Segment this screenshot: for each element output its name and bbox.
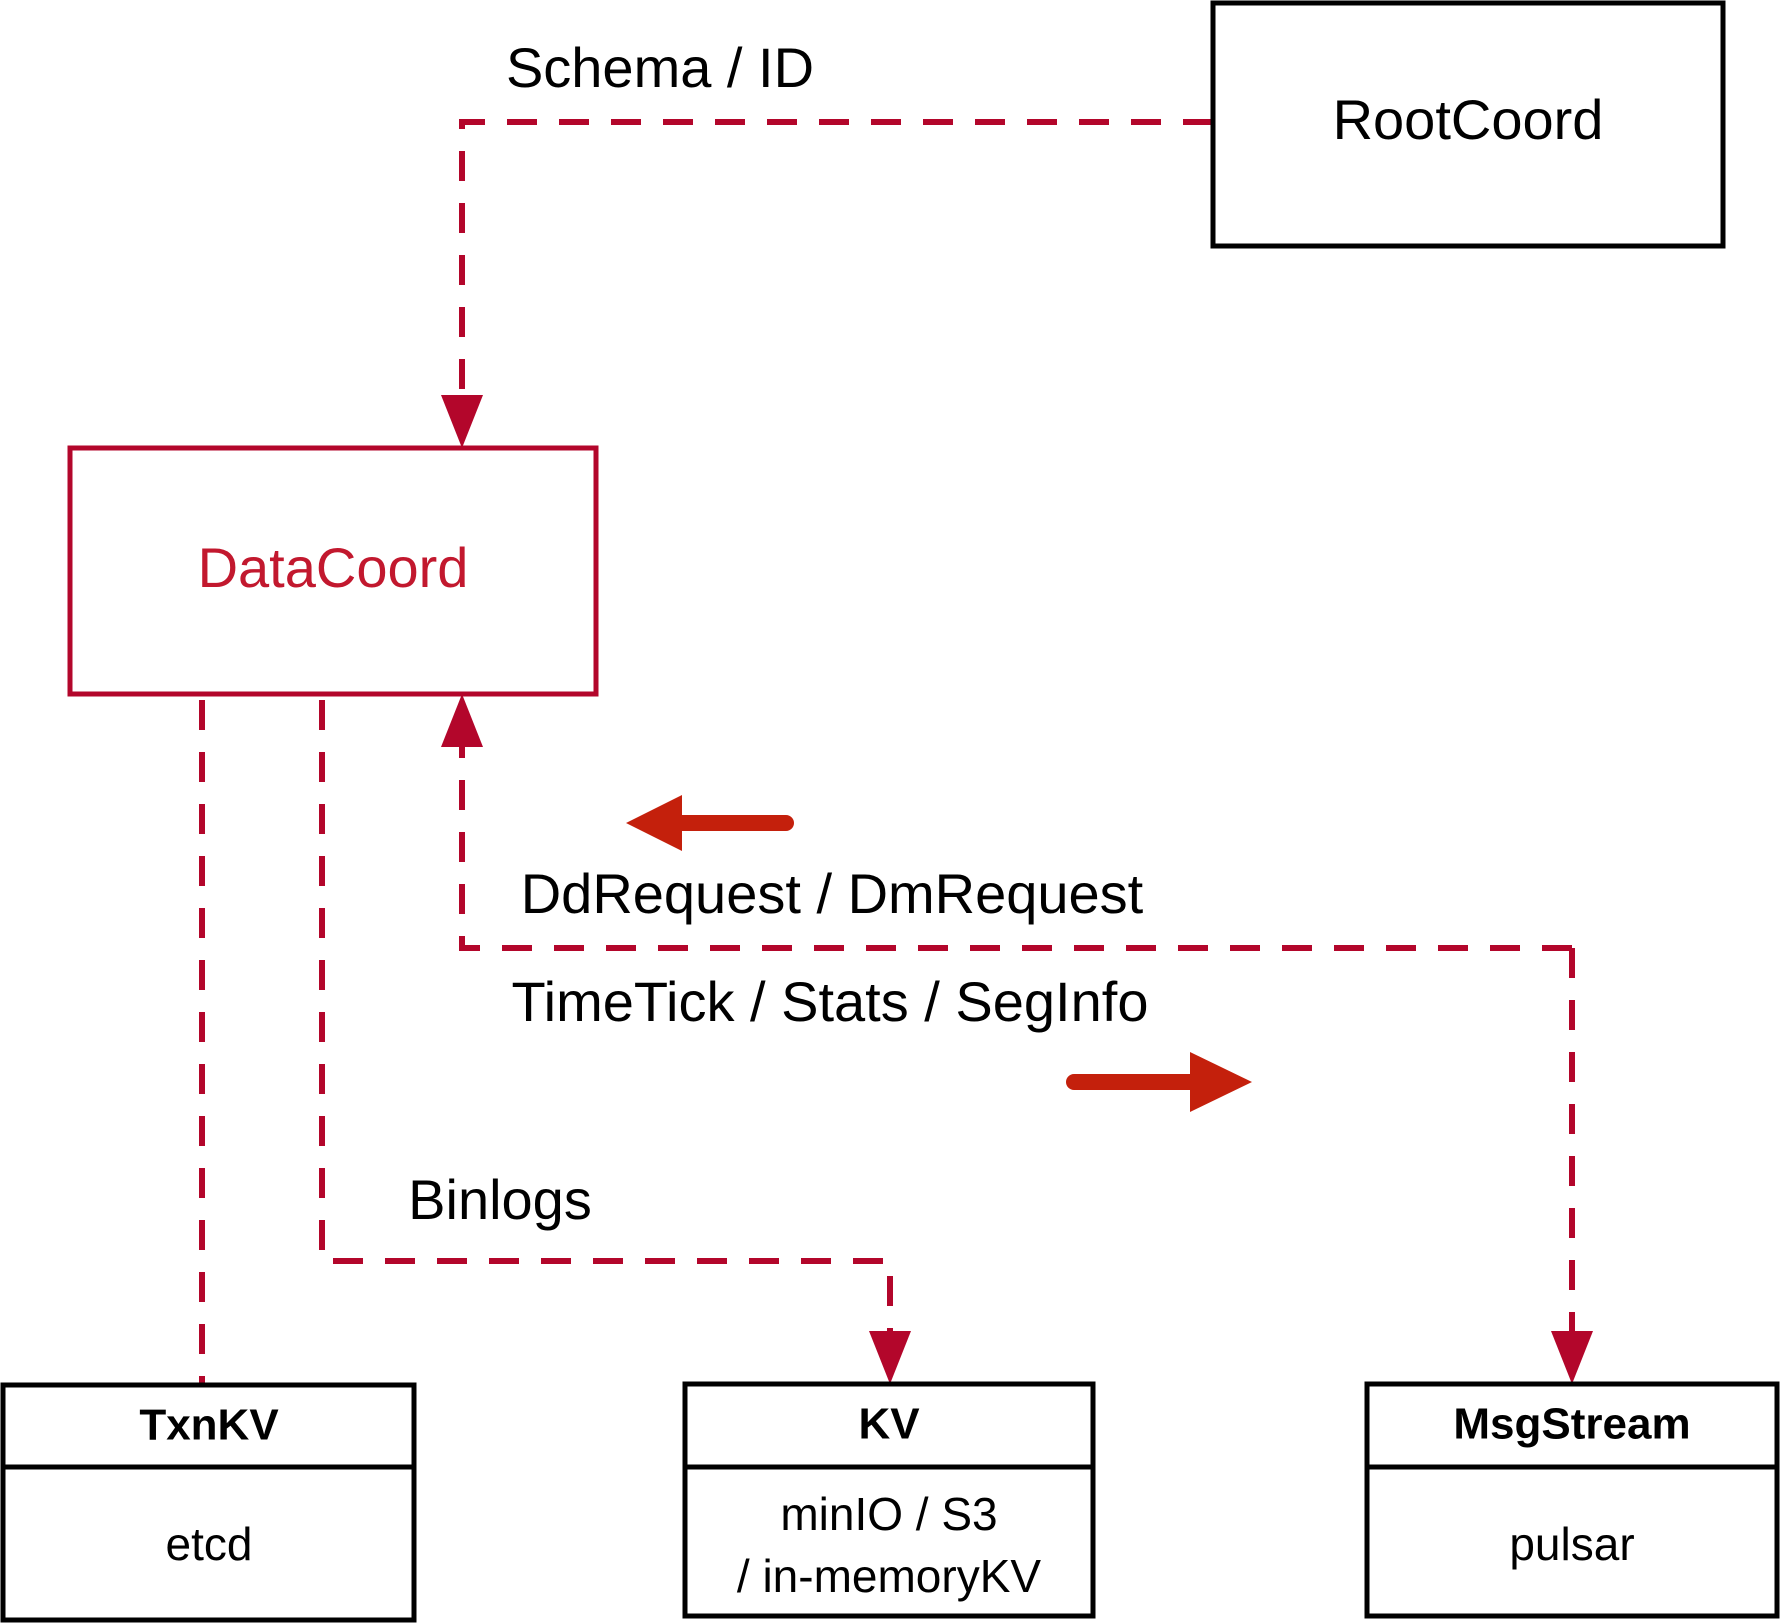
node-txnkv-box[interactable] [0,1382,417,1623]
node-txnkv-body: etcd [166,1518,253,1570]
edge-ddrequest-dmrequest-path [459,730,1572,951]
edge-schema-id: Schema / ID [441,36,1213,448]
node-datacoord-label: DataCoord [198,536,469,599]
node-rootcoord-label: RootCoord [1333,88,1604,151]
node-msgstream-box[interactable] [1364,1381,1780,1619]
edge-timetick-stats-seginfo: TimeTick / Stats / SegInfo [512,948,1593,1384]
node-msgstream-body: pulsar [1509,1518,1634,1570]
inbound-flow-arrow-head [626,795,682,851]
node-datacoord[interactable]: DataCoord [67,445,599,697]
edge-label-schema-id: Schema / ID [506,36,814,99]
node-txnkv-title: TxnKV [139,1401,279,1450]
edge-binlogs: Binlogs [319,700,911,1384]
node-kv-body-line2: / in-memoryKV [737,1550,1041,1602]
edge-ddrequest-dmrequest-arrowhead [441,694,483,747]
edge-timetick-stats-seginfo-arrowhead [1551,1331,1593,1384]
node-kv[interactable]: KV minIO / S3 / in-memoryKV [682,1381,1096,1619]
node-rootcoord-box[interactable] [1210,0,1726,249]
node-datacoord-box[interactable] [67,445,599,697]
edge-schema-id-arrowhead [441,395,483,448]
node-kv-body-line1: minIO / S3 [780,1488,997,1540]
edge-binlogs-arrowhead [869,1331,911,1384]
node-msgstream[interactable]: MsgStream pulsar [1364,1381,1780,1619]
outbound-flow-arrow [1066,1052,1252,1112]
node-kv-box[interactable] [682,1381,1096,1619]
node-txnkv[interactable]: TxnKV etcd [0,1382,417,1623]
edge-label-binlogs: Binlogs [408,1168,592,1231]
node-rootcoord[interactable]: RootCoord [1210,0,1726,249]
node-kv-title: KV [858,1400,920,1449]
edge-schema-id-path [459,119,1213,412]
outbound-flow-arrow-head [1190,1052,1252,1112]
edge-label-ddrequest-dmrequest: DdRequest / DmRequest [521,862,1144,925]
node-msgstream-title: MsgStream [1453,1400,1690,1449]
edge-binlogs-path [319,700,893,1348]
edge-ddrequest-dmrequest: DdRequest / DmRequest [441,694,1572,951]
inbound-flow-arrow [626,795,794,851]
edge-label-timetick-stats-seginfo: TimeTick / Stats / SegInfo [512,970,1149,1033]
